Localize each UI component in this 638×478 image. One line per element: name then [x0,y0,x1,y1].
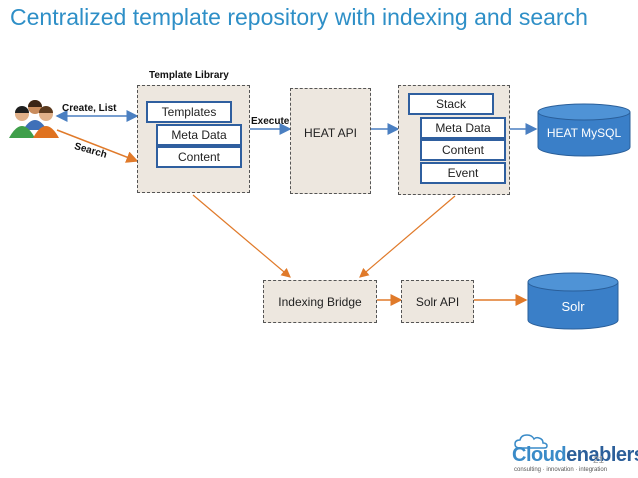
indexing-bridge-box: Indexing Bridge [263,280,377,323]
stack-content-box: Content [420,139,506,161]
library-meta-data-label: Meta Data [171,128,227,142]
stack-box: Stack [408,93,494,115]
solr-label: Solr [561,298,585,314]
stack-to-bridge-arrow [359,195,456,278]
library-meta-data-box: Meta Data [156,124,242,146]
templates-label: Templates [161,105,217,119]
solr-cylinder [527,272,619,330]
logo-brand-b: enablers [566,444,638,466]
event-label: Event [447,166,479,180]
template-library-label: Template Library [149,70,229,81]
templates-box: Templates [146,101,232,123]
users-icon [9,100,59,138]
heat-api-label: HEAT API [304,126,357,140]
cloud-icon [514,434,548,449]
page-title: Centralized template repository with ind… [10,4,588,30]
heat-api-box: HEAT API [290,88,371,194]
execute-label: Execute [251,116,290,127]
page-number: 21 [593,455,605,466]
library-to-bridge-arrow [192,194,291,278]
create-list-label: Create, List [62,103,117,114]
stack-meta-data-label: Meta Data [435,121,491,135]
stack-label: Stack [435,97,466,111]
library-content-label: Content [177,150,221,164]
search-arrow [56,129,139,163]
cloudenablers-logo: Cloudenablers consulting · innovation · … [512,434,638,474]
stack-content-label: Content [441,143,485,157]
indexing-bridge-label: Indexing Bridge [278,294,362,309]
solr-api-box: Solr API [401,280,474,323]
heat-mysql-label: HEAT MySQL [546,126,622,140]
solr-api-label: Solr API [415,294,460,309]
heat-mysql-cylinder [537,103,631,157]
logo-brand: Cloudenablers [512,444,638,467]
logo-brand-a: Cloud [512,444,567,466]
logo-tagline: consulting · innovation · integration [514,467,608,473]
library-content-box: Content [156,146,242,168]
event-box: Event [420,162,506,184]
stack-meta-data-box: Meta Data [420,117,506,139]
